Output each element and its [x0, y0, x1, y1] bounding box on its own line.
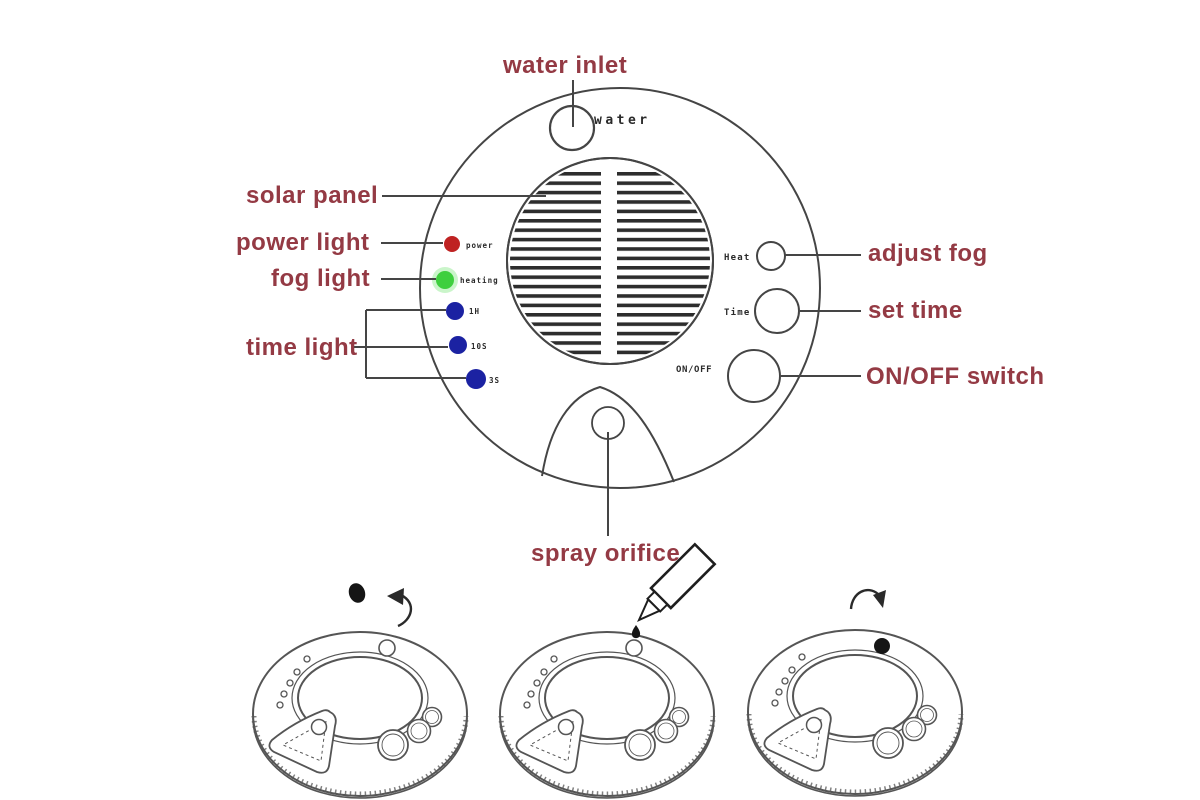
droplet-icon [631, 625, 641, 639]
time-button-marking: Time [724, 307, 750, 318]
step-open-cap [253, 583, 467, 798]
solar-panel-label: solar panel [246, 182, 379, 209]
step-fill-water [500, 542, 717, 798]
rotate-cw-icon [849, 588, 886, 610]
on-off-button-graphic [727, 349, 781, 403]
rotate-ccw-icon [387, 588, 412, 628]
power-light-label: power light [236, 229, 370, 256]
step-close-cap [748, 588, 962, 796]
heat-button-marking: Heat [724, 253, 750, 263]
time-10s-marking: 10S [471, 342, 488, 351]
time-3s-marking: 3S [489, 376, 500, 385]
cap-icon [348, 583, 366, 603]
leader-lines [352, 80, 861, 536]
heating-marking: heating [460, 276, 499, 285]
set-time-button-graphic [754, 288, 800, 334]
water-inlet-label: water inlet [503, 52, 628, 79]
set-time-label: set time [868, 297, 963, 324]
time-1h-marking: 1H [469, 307, 480, 316]
on-off-button-marking: ON/OFF [676, 365, 712, 375]
time-light-label: time light [246, 334, 358, 361]
open-inlet [625, 639, 643, 657]
time-led-1h [446, 302, 464, 320]
closed-inlet-cap [874, 638, 890, 654]
solar-panel-graphic [506, 157, 714, 365]
time-led-10s [449, 336, 467, 354]
power-marking: power [466, 241, 494, 250]
dropper-bottle-icon [637, 542, 717, 622]
fog-led [436, 271, 454, 289]
open-inlet [378, 639, 396, 657]
adjust-fog-button-graphic [756, 241, 786, 271]
adjust-fog-label: adjust fog [868, 240, 988, 267]
water-marking: water [594, 113, 651, 128]
usage-steps [253, 542, 962, 798]
time-led-3s [466, 369, 486, 389]
fog-light-label: fog light [271, 265, 371, 292]
spray-orifice-dome [541, 385, 675, 483]
device-top-view: water power heating 1H 10S 3S Heat Time … [352, 80, 861, 536]
power-led [444, 236, 460, 252]
on-off-switch-label: ON/OFF switch [866, 363, 1045, 390]
spray-orifice-label: spray orifice [531, 540, 681, 567]
